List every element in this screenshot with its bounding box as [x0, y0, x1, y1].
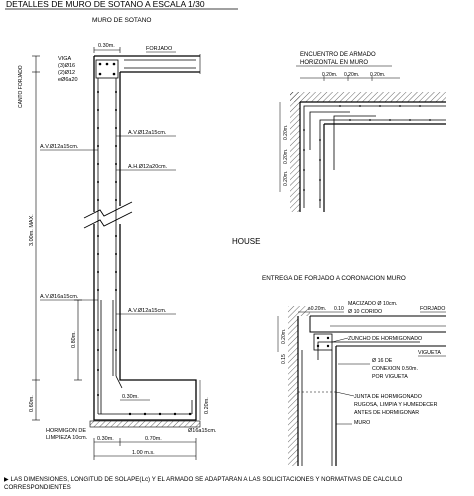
main-wall-detail: MURO DE SOTANO	[18, 17, 217, 460]
crown-vdim-015: 0.15	[281, 354, 287, 364]
crown-junta-1: JUNTA DE HORMIGONADO	[354, 394, 422, 400]
label-av-12-15-lower: A.V.Ø12a15cm.	[128, 308, 167, 314]
corner-vdim-2: 0.20m.	[283, 149, 289, 164]
main-detail-heading: MURO DE SOTANO	[92, 17, 151, 24]
label-dim-080: 0.80m.	[71, 331, 77, 348]
crown-conexion-3: POR VIGUETA	[372, 374, 408, 380]
crown-conexion-2: CONEXION 0.50m.	[372, 366, 418, 372]
crown-dim-010: 0.10	[334, 306, 344, 312]
corner-heading-2: HORIZONTAL EN MURO	[300, 60, 368, 66]
footnote: ▶ LAS DIMENSIONES, LONGITUD DE SOLAPE(Lc…	[4, 476, 470, 492]
corner-dim-1: 0.20m.	[322, 72, 337, 78]
crown-detail: ENTREGA DE FORJADO A CORONACION MURO ≥0.…	[262, 275, 446, 466]
footnote-text: LAS DIMENSIONES, LONGITUD DE SOLAPE(Lc) …	[4, 476, 403, 491]
crown-vigueta: VIGUETA	[418, 350, 441, 356]
label-top-dim: 0.30m.	[98, 43, 115, 49]
crown-forjado: FORJADO	[420, 306, 445, 312]
corner-heading-1: ENCUENTRO DE ARMADO	[300, 52, 376, 58]
label-viga-stirrup: eØ6a20	[58, 77, 78, 83]
corner-dim-3: 0.20m.	[370, 72, 385, 78]
crown-macizado: MACIZADO Ø 10cm.	[348, 301, 397, 307]
label-dim-060: 0.60m.	[29, 395, 35, 412]
label-footing-bars: Ø16a15cm.	[188, 428, 217, 434]
label-viga-bars1: (3)Ø16	[58, 63, 75, 69]
crown-junta-3: ANTES DE HORMIGONAR	[354, 410, 419, 416]
corner-vdim-3: 0.20m.	[283, 171, 289, 186]
label-hormigon-2: LIMPIEZA 10cm.	[46, 435, 88, 441]
crown-conexion-1: Ø 16 DE	[372, 358, 393, 364]
house-label: HOUSE	[232, 237, 260, 246]
crown-muro: MURO	[354, 420, 370, 426]
label-av-16-15: A.V.Ø16a15cm.	[40, 294, 79, 300]
sheet-title: DETALLES DE MURO DE SOTANO A ESCALA 1/30	[6, 0, 205, 9]
corner-vdim-1: 0.20m.	[283, 125, 289, 140]
corner-detail: ENCUENTRO DE ARMADO HORIZONTAL EN MURO 0…	[279, 52, 446, 212]
label-ah-12-20: A.H.Ø12a20cm.	[128, 164, 168, 170]
crown-dim-020: ≥0.20m.	[308, 306, 326, 312]
crown-heading: ENTREGA DE FORJADO A CORONACION MURO	[262, 275, 406, 282]
label-dim-020: 0.20m.	[204, 397, 210, 414]
label-hormigon-1: HORMIGON DE	[46, 428, 86, 434]
label-height-max: 3.00m. MAX.	[29, 214, 35, 246]
label-dim-070: 0.70m.	[145, 436, 162, 442]
crown-corrido: Ø 10 CORIDO	[348, 309, 382, 315]
label-viga-bars2: (2)Ø12	[58, 70, 75, 76]
crown-zuncho: ZUNCHO DE HORMIGONADO	[348, 336, 422, 342]
label-dim-030-base: 0.30m.	[97, 436, 114, 442]
label-dim-100: 1.00 m.s.	[132, 450, 155, 456]
label-dim-030: 0.30m.	[122, 394, 139, 400]
label-av-12-15-upper: A.V.Ø12a15cm.	[128, 130, 167, 136]
label-forjado: FORJADO	[146, 46, 173, 52]
crown-vdim-020: 0.20m.	[281, 329, 287, 344]
label-viga: VIGA	[58, 56, 71, 62]
bullet-arrow-icon: ▶	[4, 476, 9, 483]
label-canto-forjado: CANTO FORJADO	[18, 65, 24, 108]
crown-junta-2: RUGOSA, LIMPIA Y HUMEDECER	[354, 402, 438, 408]
corner-dim-2: 0.20m.	[344, 72, 359, 78]
label-av-12-15-mid: A.V.Ø12a15cm.	[40, 144, 79, 150]
